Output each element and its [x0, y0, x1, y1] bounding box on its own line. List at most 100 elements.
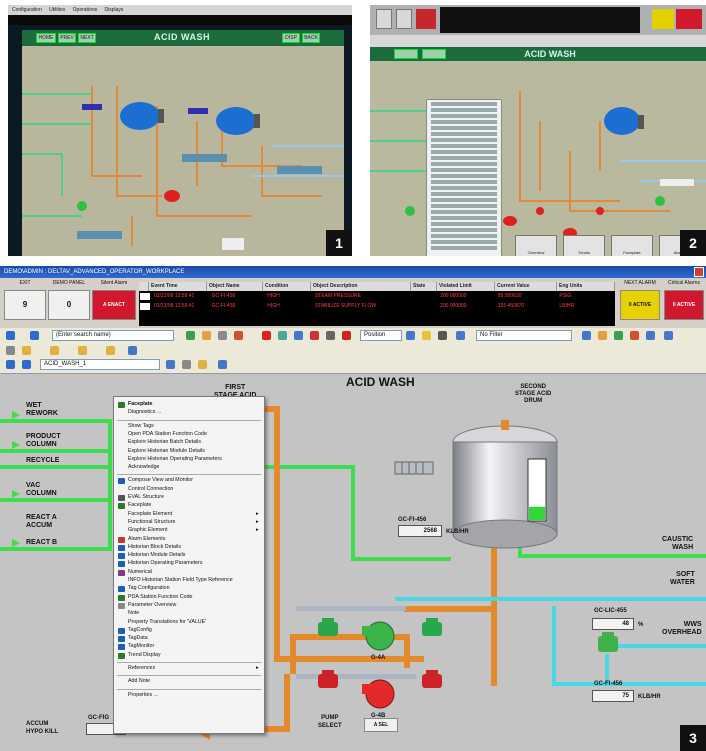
alarm-row[interactable]: 03/23/08 12:59:41 GC-FI-458 HIGH STEAM P…: [139, 292, 615, 301]
cancel-icon[interactable]: [342, 331, 351, 340]
help-icon[interactable]: [438, 331, 447, 340]
control-valve-icon[interactable]: [318, 670, 338, 688]
folder-icon[interactable]: [106, 346, 115, 355]
path-select[interactable]: ACID_WASH_1: [40, 359, 160, 370]
control-valve-icon[interactable]: [318, 618, 338, 636]
menu-item[interactable]: Alarm Elements: [128, 535, 166, 542]
window-icon[interactable]: [646, 331, 655, 340]
trend-icon[interactable]: [278, 331, 287, 340]
monitor-icon[interactable]: [664, 331, 673, 340]
close-icon[interactable]: [694, 267, 704, 277]
view-icon[interactable]: [166, 360, 175, 369]
menu-item[interactable]: Faceplate: [128, 502, 152, 509]
menu-item[interactable]: Explore Historian Batch Details: [128, 439, 202, 446]
col-current-value[interactable]: Current Value: [495, 282, 557, 291]
menu-item[interactable]: Control Connection: [128, 485, 174, 492]
back-button[interactable]: BACK: [302, 33, 320, 43]
menu-item[interactable]: Diagnostics ...: [128, 409, 162, 416]
nav-icon[interactable]: [6, 346, 15, 355]
menu-item[interactable]: Acknowledge: [128, 464, 160, 471]
col-event-time[interactable]: Event Time: [149, 282, 207, 291]
menu-item[interactable]: PDA Station Function Code: [128, 593, 193, 600]
search-input[interactable]: (Enter search name): [52, 330, 174, 341]
overview-button[interactable]: Overview: [515, 235, 557, 256]
menu-item[interactable]: TagData: [128, 635, 148, 642]
folder-icon[interactable]: [22, 346, 31, 355]
menu-displays[interactable]: Displays: [104, 7, 124, 13]
menu-item[interactable]: EVAL Structure: [128, 494, 164, 500]
menu-item[interactable]: Explore Historian Module Details: [128, 447, 205, 454]
forward-icon[interactable]: [22, 360, 31, 369]
menu-item[interactable]: TagMonitor: [128, 643, 155, 650]
level-readout[interactable]: 48: [592, 618, 634, 630]
tank-1[interactable]: [120, 102, 160, 130]
tool-icon[interactable]: [582, 331, 591, 340]
col-eng-units[interactable]: Eng Units: [557, 282, 615, 291]
stop-icon[interactable]: [262, 331, 271, 340]
menu-item[interactable]: Historian Operating Parameters: [128, 560, 203, 567]
menu-item[interactable]: Open PDA Station Function Code: [128, 430, 207, 437]
tank-2[interactable]: [216, 107, 256, 135]
print-icon[interactable]: [218, 331, 227, 340]
delete-icon[interactable]: [310, 331, 319, 340]
menu-item[interactable]: Note: [128, 610, 140, 617]
menu-item[interactable]: Graphic Element: [128, 527, 168, 534]
tank-icon[interactable]: [604, 107, 640, 135]
menu-item[interactable]: INFO Historian Station Field Type Refere…: [128, 577, 233, 583]
save-icon[interactable]: [326, 331, 335, 340]
star-icon[interactable]: [422, 331, 431, 340]
menu-item[interactable]: Show Tags: [128, 422, 154, 429]
control-valve-icon[interactable]: [598, 632, 618, 652]
menu-item[interactable]: Historian Module Details: [128, 552, 186, 559]
menu-operations[interactable]: Operations: [72, 7, 98, 13]
menu-item[interactable]: Explore Historian Operating Parameters: [128, 455, 222, 462]
pin-icon[interactable]: [182, 360, 191, 369]
menu-item[interactable]: TagConfig: [128, 626, 152, 633]
exit-count[interactable]: 9: [4, 290, 46, 320]
refresh-icon[interactable]: [128, 346, 137, 355]
menu-item[interactable]: Numerical: [128, 568, 152, 575]
col-object-name[interactable]: Object Name: [207, 282, 263, 291]
user-icon[interactable]: [614, 331, 623, 340]
pump-g4a-icon[interactable]: [362, 621, 395, 651]
menu-item[interactable]: Compose View and Monitor: [128, 477, 193, 484]
active-button[interactable]: 0 ACTIVE: [664, 290, 704, 320]
valve-icon[interactable]: [77, 201, 87, 211]
layout-icon[interactable]: [456, 331, 465, 340]
menu-item[interactable]: Add Note: [128, 678, 151, 685]
faceplate-button[interactable]: Faceplate: [611, 235, 653, 256]
col-state[interactable]: State: [411, 282, 437, 291]
menu-item[interactable]: References: [128, 665, 156, 671]
forward-icon[interactable]: [30, 331, 39, 340]
col-object-description[interactable]: Object Description: [311, 282, 411, 291]
alarm-list[interactable]: [440, 7, 640, 33]
trends-button[interactable]: Trends: [563, 235, 605, 256]
back-icon[interactable]: [6, 360, 15, 369]
menu-item[interactable]: Functional Structure: [128, 518, 176, 525]
pump-icon[interactable]: [164, 190, 180, 202]
nav-button[interactable]: [422, 49, 446, 59]
grid-view-icon[interactable]: [406, 331, 415, 340]
folder-icon[interactable]: [78, 346, 87, 355]
gear-icon[interactable]: [630, 331, 639, 340]
flow-readout[interactable]: 75: [592, 690, 634, 702]
grid-icon[interactable]: [294, 331, 303, 340]
menu-item[interactable]: Property Translations for 'VALUE': [128, 618, 207, 625]
pump-g4b-icon[interactable]: [362, 679, 395, 709]
settings-icon[interactable]: [218, 360, 227, 369]
pump-select-button[interactable]: A SEL: [364, 718, 398, 732]
menu-item[interactable]: Tag Configuration: [128, 585, 170, 592]
col-condition[interactable]: Condition: [263, 282, 311, 291]
control-valve-icon[interactable]: [422, 618, 442, 636]
nav-button[interactable]: [394, 49, 418, 59]
menu-item[interactable]: Faceplate: [128, 401, 153, 407]
flow-readout[interactable]: 2568: [398, 525, 442, 537]
alarm-enact-button[interactable]: A ENACT: [92, 290, 136, 320]
menu-utilities[interactable]: Utilities: [49, 7, 66, 13]
menu-configuration[interactable]: Configuration: [12, 7, 42, 13]
back-icon[interactable]: [6, 331, 15, 340]
menu-item[interactable]: Trend Display: [128, 651, 161, 658]
context-menu[interactable]: [426, 99, 502, 256]
home-button[interactable]: HOME: [36, 33, 56, 43]
